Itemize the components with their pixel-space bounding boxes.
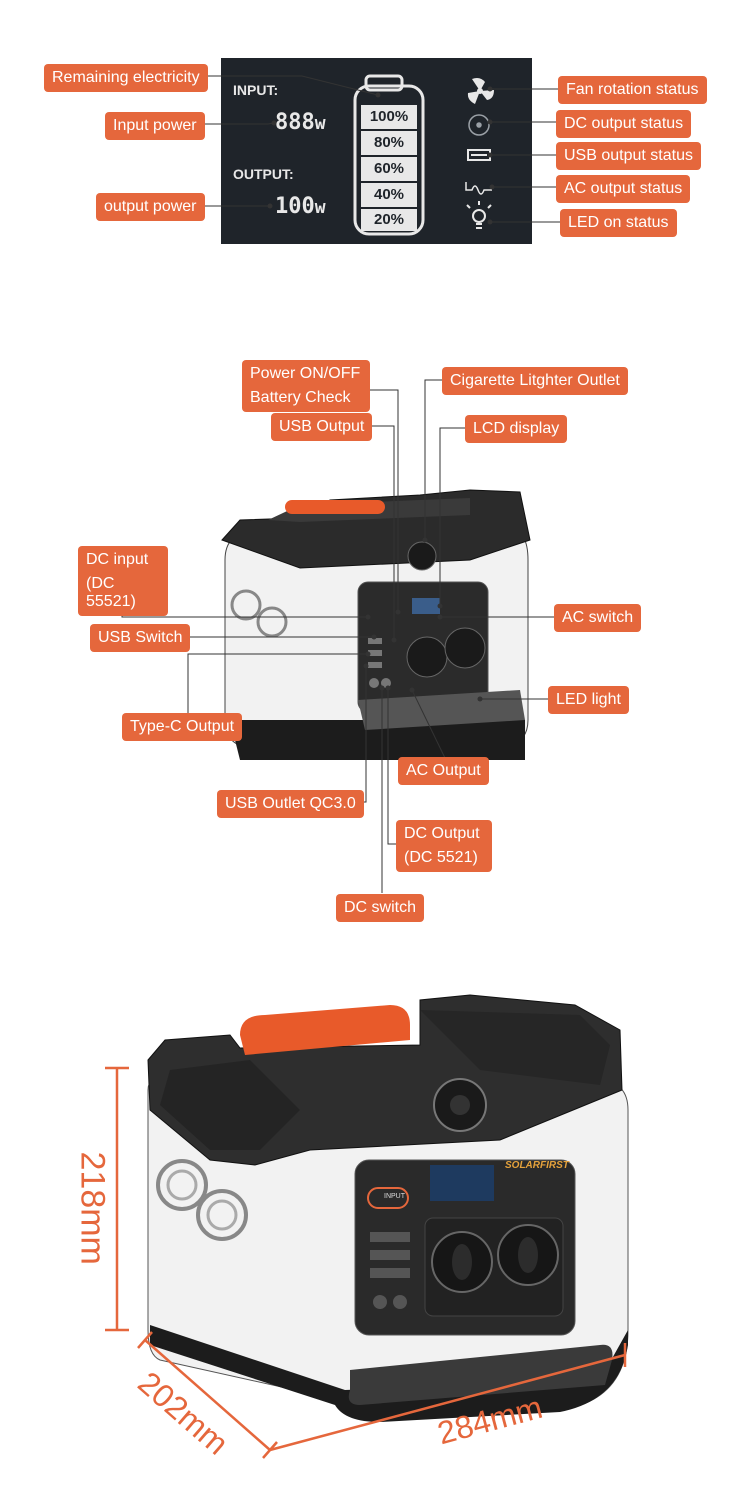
callout-type-c-output: Type-C Output (122, 713, 243, 741)
battery-level-100: 100% (369, 108, 409, 125)
dimension-lines (105, 1066, 627, 1459)
dc-output-icon (468, 114, 490, 136)
usb-icon (467, 149, 491, 161)
battery-level-20: 20% (373, 211, 405, 228)
callout-input-power: Input power (105, 112, 205, 140)
ac-wave-icon (465, 182, 492, 195)
battery-cells (361, 105, 417, 231)
battery-level-80: 80% (373, 134, 405, 151)
callout-usb-output: USB Output (271, 413, 373, 441)
callout-usb-output-status: USB output status (556, 142, 701, 170)
callout-dc-input: DC input (DC 55521) (78, 546, 168, 616)
lcd-leader-lines (200, 75, 560, 223)
callout-output-power: output power (96, 193, 205, 221)
callout-dc-output-status: DC output status (556, 110, 692, 138)
lcd-output-value: 100w (275, 194, 326, 219)
callout-cigarette-lighter-outlet: Cigarette Litghter Outlet (442, 367, 628, 395)
callout-ac-output: AC Output (398, 757, 489, 785)
device-leader-dots (363, 537, 483, 702)
battery-level-60: 60% (373, 160, 405, 177)
dimension-height: 218mm (73, 1151, 112, 1265)
device-dimension-illustration (147, 994, 629, 1422)
battery-icon (353, 74, 425, 236)
battery-level-40: 40% (373, 186, 405, 203)
callout-usb-outlet-qc30: USB Outlet QC3.0 (217, 790, 364, 818)
lcd-input-value: 888w (275, 110, 326, 135)
callout-lcd-display: LCD display (465, 415, 568, 443)
callout-ac-output-status: AC output status (556, 175, 691, 203)
callout-dc-output: DC Output (DC 5521) (396, 820, 492, 872)
callout-dc-output-line1: DC Output (404, 825, 480, 842)
callout-power-onoff-line1: Power ON/OFF (250, 365, 361, 382)
callout-power-onoff: Power ON/OFF Battery Check (242, 360, 370, 412)
device-front-illustration (221, 489, 531, 760)
lcd-input-label: INPUT: (233, 82, 279, 98)
fan-icon (467, 78, 494, 104)
callout-remaining-electricity: Remaining electricity (44, 64, 208, 92)
lcd-output-label: OUTPUT: (233, 166, 294, 182)
input-port-label: INPUT (384, 1193, 405, 1200)
brand-logo: SOLARFIRST (505, 1160, 569, 1171)
lcd-leader-dots (267, 86, 495, 225)
callout-power-onoff-line2: Battery Check (250, 389, 351, 406)
callout-dc-input-line1: DC input (86, 551, 149, 568)
callout-fan-rotation-status: Fan rotation status (558, 76, 707, 104)
callout-dc-switch: DC switch (336, 894, 425, 922)
callout-dc-input-line2: (DC 55521) (86, 575, 136, 610)
callout-led-light: LED light (548, 686, 629, 714)
callout-led-on-status: LED on status (560, 209, 677, 237)
led-bulb-icon (466, 201, 492, 229)
callout-ac-switch: AC switch (554, 604, 642, 632)
callout-usb-switch: USB Switch (90, 624, 191, 652)
callout-dc-output-line2: (DC 5521) (404, 849, 478, 866)
